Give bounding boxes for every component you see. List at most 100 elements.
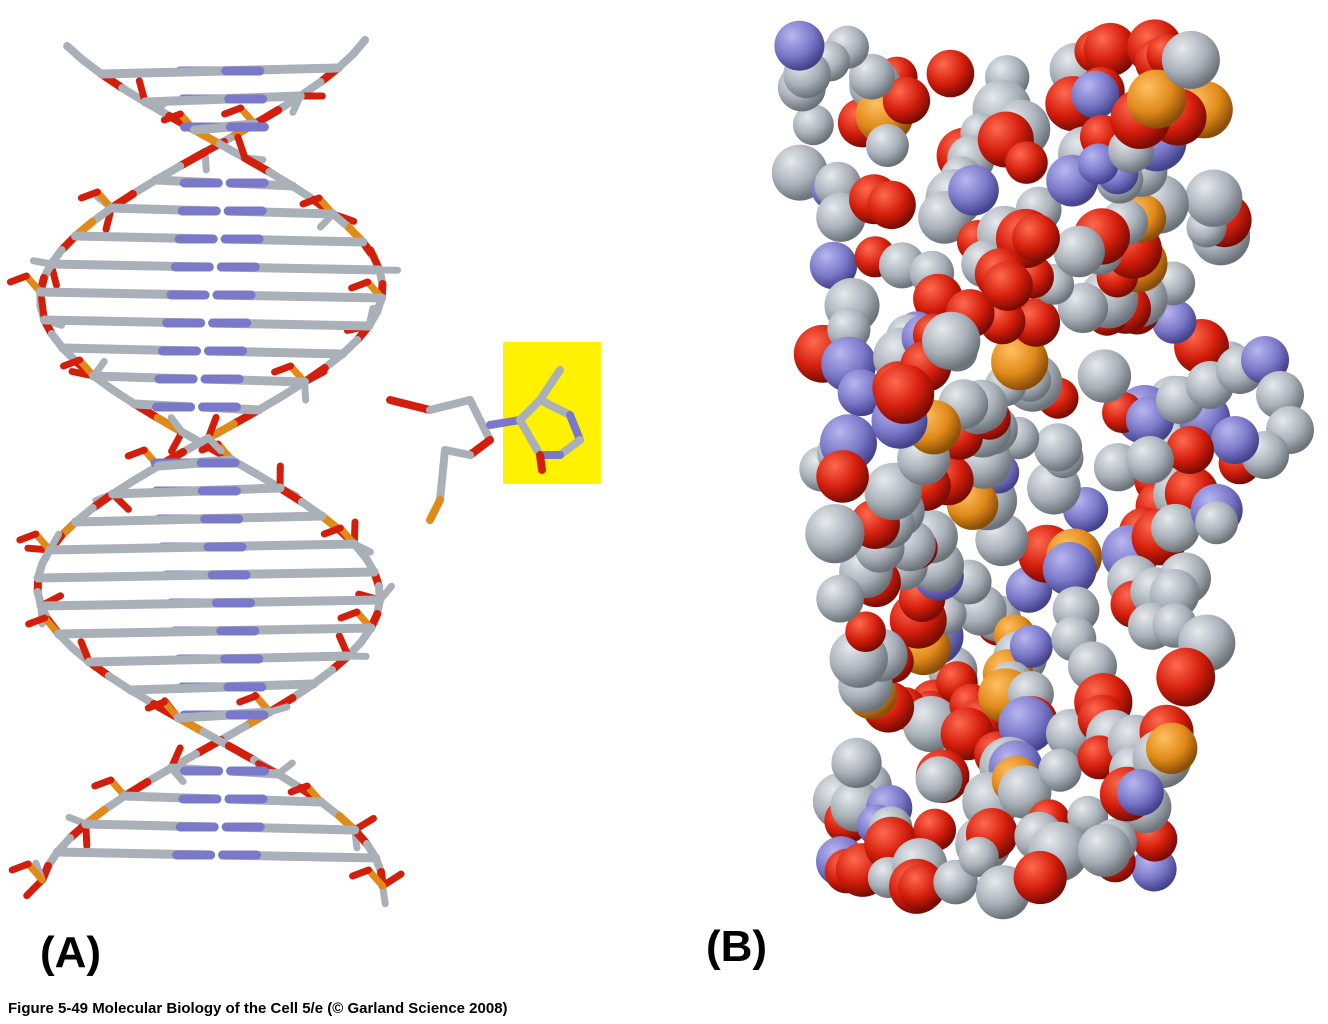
bond-stick <box>441 446 474 459</box>
bond-stick <box>224 742 258 764</box>
atom-sphere <box>1013 850 1067 905</box>
atom-sphere <box>922 311 981 370</box>
atom-sphere <box>809 241 858 290</box>
bond-stick <box>486 416 524 429</box>
bond-stick <box>250 106 283 128</box>
bond-stick <box>216 722 250 744</box>
bond-stick <box>221 104 245 118</box>
bond-stick <box>77 188 101 202</box>
bond-stick <box>160 110 184 124</box>
bond-stick <box>143 764 176 786</box>
atom-sphere <box>1077 349 1132 403</box>
dna-spacefill-model <box>771 19 1314 920</box>
bond-stick <box>125 682 233 695</box>
atom-sphere <box>816 574 864 623</box>
atom-sphere <box>1166 426 1214 474</box>
bond-stick <box>179 434 213 456</box>
bond-stick <box>108 486 207 499</box>
bond-stick <box>60 356 84 370</box>
panel-label-b: (B) <box>706 922 768 971</box>
dna-stick-model <box>6 36 601 908</box>
bond-stick <box>23 876 46 900</box>
bond-stick <box>189 122 235 135</box>
atom-sphere <box>793 104 834 146</box>
bond-stick <box>173 710 235 723</box>
atom-sphere <box>915 756 963 803</box>
atom-sphere <box>1146 722 1198 774</box>
bond-stick <box>33 570 217 583</box>
figure-caption: Figure 5-49 Molecular Biology of the Cel… <box>8 1000 508 1017</box>
bond-stick <box>566 411 584 444</box>
bond-stick <box>24 860 46 884</box>
bond-stick <box>254 392 287 414</box>
atom-sphere <box>898 863 946 911</box>
bond-stick <box>348 278 372 292</box>
bond-stick <box>153 458 206 471</box>
atom-sphere <box>837 369 885 417</box>
bond-stick <box>91 776 115 790</box>
bond-stick <box>140 94 234 107</box>
atom-sphere <box>1012 214 1060 262</box>
bond-stick <box>536 451 546 474</box>
bond-stick <box>84 654 230 667</box>
atom-sphere <box>774 20 825 71</box>
atom-sphere <box>1126 436 1174 484</box>
atom-sphere <box>1161 30 1220 89</box>
atom-sphere <box>958 836 999 878</box>
bond-stick <box>426 496 444 524</box>
bond-stick <box>6 272 30 286</box>
bond-stick <box>365 866 387 890</box>
atom-sphere <box>1071 70 1120 119</box>
atom-sphere <box>831 737 882 789</box>
bond-stick <box>320 524 344 538</box>
stick-model-panel <box>0 0 660 930</box>
atom-sphere <box>1005 141 1048 184</box>
bond-stick <box>556 436 584 459</box>
bond-stick <box>516 416 544 459</box>
atom-sphere <box>1185 169 1243 227</box>
atom-sphere <box>1211 416 1259 464</box>
atom-sphere <box>1117 769 1164 816</box>
atom-sphere <box>865 124 909 167</box>
atom-sphere <box>1083 22 1137 77</box>
atom-sphere <box>867 180 916 230</box>
bond-stick <box>349 866 373 880</box>
bond-stick <box>25 614 49 628</box>
atom-sphere <box>805 503 865 564</box>
bond-stick <box>436 446 449 504</box>
bond-stick <box>240 154 274 176</box>
bond-stick <box>466 436 494 459</box>
atom-sphere <box>926 49 975 98</box>
atom-sphere <box>1127 69 1186 129</box>
highlight-box <box>503 342 601 484</box>
bond-stick <box>536 366 564 404</box>
panel-label-a: (A) <box>40 928 102 977</box>
bond-stick <box>426 396 474 414</box>
bond-stick <box>271 362 295 376</box>
bond-stick <box>45 542 213 555</box>
atom-sphere <box>1195 501 1239 545</box>
bond-stick <box>176 148 210 170</box>
atom-sphere <box>816 450 869 503</box>
bond-stick <box>536 396 574 419</box>
bond-stick <box>516 396 544 424</box>
atom-sphere <box>1042 542 1097 596</box>
bond-stick <box>299 194 323 208</box>
bond-stick <box>236 692 260 706</box>
bond-stick <box>36 598 221 611</box>
atom-sphere <box>1077 823 1131 877</box>
spacefill-model-panel <box>680 0 1328 930</box>
atom-sphere <box>1038 748 1082 792</box>
bond-stick <box>130 462 163 484</box>
atom-sphere <box>1053 225 1105 278</box>
bond-stick <box>8 860 32 874</box>
atom-sphere <box>1151 503 1200 553</box>
bond-stick <box>466 396 494 444</box>
atom-sphere <box>983 261 1033 311</box>
atom-sphere <box>845 611 886 652</box>
bond-stick <box>337 608 361 622</box>
atom-sphere <box>1011 298 1061 347</box>
atom-sphere <box>991 333 1049 391</box>
bond-stick <box>96 66 231 79</box>
atom-sphere <box>882 77 931 125</box>
